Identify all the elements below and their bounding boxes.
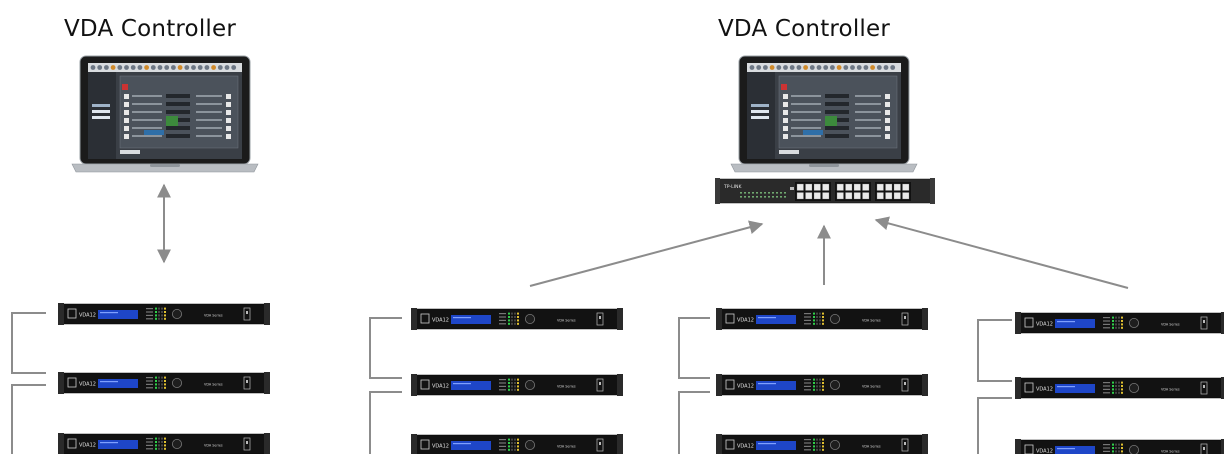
device-model-label: VDA12	[432, 318, 449, 324]
col2-amplifier-1: VDA12 VDA Series	[716, 308, 928, 330]
col1-chain-link-1	[369, 317, 402, 379]
left-laptop	[71, 55, 259, 173]
left-amplifier-1: VDA12 VDA Series	[58, 303, 270, 325]
device-series-label: VDA Series	[557, 385, 576, 389]
right-controller-title: VDA Controller	[718, 16, 891, 42]
device-model-label: VDA12	[432, 384, 449, 390]
switch-brand-label: TP-LINK	[723, 184, 742, 190]
col3-chain-link-2	[977, 397, 1012, 454]
right-laptop	[730, 55, 918, 173]
device-series-label: VDA Series	[862, 319, 881, 323]
left-amplifier-2: VDA12 VDA Series	[58, 372, 270, 394]
device-model-label: VDA12	[737, 384, 754, 390]
link-col1-to-switch	[529, 220, 764, 287]
device-model-label: VDA12	[1036, 449, 1053, 454]
device-series-label: VDA Series	[862, 385, 881, 389]
device-series-label: VDA Series	[557, 319, 576, 323]
device-series-label: VDA Series	[204, 383, 223, 387]
device-series-label: VDA Series	[862, 445, 881, 449]
col3-amplifier-1: VDA12 VDA Series	[1015, 312, 1224, 334]
col3-amplifier-2: VDA12 VDA Series	[1015, 377, 1224, 399]
device-model-label: VDA12	[737, 318, 754, 324]
device-model-label: VDA12	[79, 382, 96, 388]
device-model-label: VDA12	[1036, 322, 1053, 328]
col1-amplifier-3: VDA12 VDA Series	[411, 434, 623, 454]
left-chain-link-1	[11, 312, 46, 374]
link-col3-to-switch	[874, 216, 1129, 289]
device-series-label: VDA Series	[1161, 388, 1180, 392]
col1-amplifier-1: VDA12 VDA Series	[411, 308, 623, 330]
connection-lines	[11, 183, 1129, 454]
device-model-label: VDA12	[737, 444, 754, 450]
device-series-label: VDA Series	[557, 445, 576, 449]
col2-amplifier-3: VDA12 VDA Series	[716, 434, 928, 454]
device-model-label: VDA12	[432, 444, 449, 450]
left-chain-link-2	[11, 384, 46, 454]
device-series-label: VDA Series	[204, 444, 223, 448]
col2-amplifier-2: VDA12 VDA Series	[716, 374, 928, 396]
col3-amplifier-3: VDA12 VDA Series	[1015, 439, 1224, 454]
device-series-label: VDA Series	[1161, 450, 1180, 454]
device-model-label: VDA12	[1036, 387, 1053, 393]
device-model-label: VDA12	[79, 313, 96, 319]
left-controller-title: VDA Controller	[64, 16, 237, 42]
left-amplifier-3: VDA12 VDA Series	[58, 433, 270, 454]
col1-chain-link-2	[369, 391, 402, 454]
col1-amplifier-2: VDA12 VDA Series	[411, 374, 623, 396]
col2-chain-link-2	[678, 391, 710, 454]
network-switch: TP-LINK	[715, 178, 935, 204]
col2-chain-link-1	[678, 317, 710, 379]
col3-chain-link-1	[977, 319, 1012, 382]
device-model-label: VDA12	[79, 443, 96, 449]
device-series-label: VDA Series	[1161, 323, 1180, 327]
device-series-label: VDA Series	[204, 314, 223, 318]
